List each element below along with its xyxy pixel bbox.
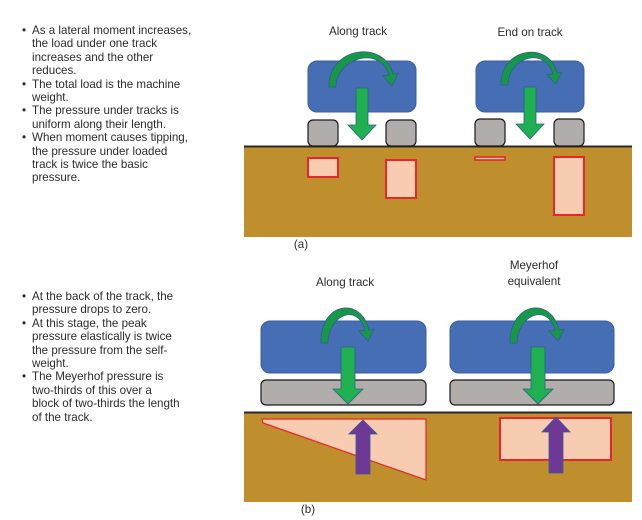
load-arrow-icon (332, 346, 364, 405)
note-item: When moment causes tipping, the pressure… (20, 131, 195, 185)
pressure-block (385, 159, 417, 199)
note-item: As a lateral moment increases, the load … (20, 24, 195, 78)
track (385, 119, 417, 147)
track (553, 118, 585, 147)
machine-end-on-track (474, 51, 585, 216)
machine-along-track (307, 51, 417, 199)
machine-b-along-track (260, 307, 427, 481)
pressure-block (474, 156, 506, 161)
pressure-block (553, 156, 585, 216)
track (474, 118, 506, 147)
title-b-meyerhof: Meyerhof (509, 259, 559, 272)
moment-arrow-icon (320, 307, 375, 344)
moment-arrow-icon (509, 307, 565, 344)
panel-a (244, 51, 632, 237)
reaction-arrow-icon (541, 416, 571, 474)
track (307, 119, 339, 147)
pressure-block (307, 157, 339, 178)
moment-arrow-icon (328, 51, 399, 88)
note-item: The Meyerhof pressure is two-thirds of t… (20, 370, 180, 424)
notes-panel-a: As a lateral moment increases, the load … (20, 24, 195, 185)
triangular-pressure-distribution (261, 418, 427, 481)
note-item: At this stage, the peak pressure elastic… (20, 317, 180, 371)
note-item: At the back of the track, the pressure d… (20, 290, 180, 317)
title-a-along-track: Along track (329, 25, 387, 38)
note-item: The pressure under tracks is uniform alo… (20, 104, 195, 131)
panel-b (244, 307, 632, 502)
reaction-arrow-icon (348, 419, 378, 475)
moment-arrow-icon (500, 51, 563, 86)
load-arrow-icon (347, 87, 377, 141)
title-b-equivalent: equivalent (507, 275, 561, 288)
caption-a: (a) (293, 238, 309, 251)
notes-panel-b: At the back of the track, the pressure d… (20, 290, 180, 424)
caption-b: (b) (300, 503, 316, 516)
title-a-end-on-track: End on track (497, 26, 563, 39)
load-arrow-icon (515, 86, 545, 140)
title-b-along-track: Along track (316, 276, 374, 289)
note-item: The total load is the machine weight. (20, 78, 195, 105)
machine-b-meyerhof (449, 307, 615, 474)
load-arrow-icon (522, 346, 554, 405)
